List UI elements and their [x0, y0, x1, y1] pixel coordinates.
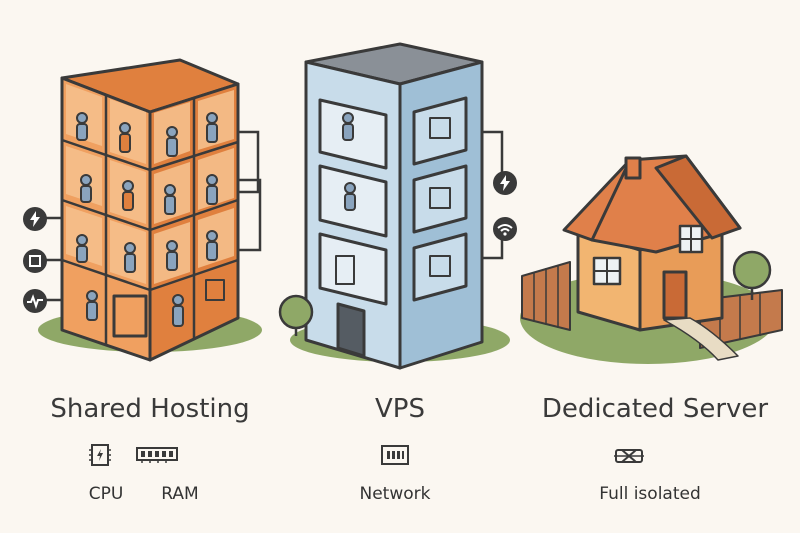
dedicated-server-title: Dedicated Server — [541, 394, 769, 424]
cpu-icon — [89, 444, 111, 466]
isolated-server-icon — [614, 449, 644, 463]
ram-icon — [136, 447, 178, 463]
vps-title: VPS — [375, 394, 425, 424]
shared-hosting-title: Shared Hosting — [50, 394, 250, 424]
shared-connectors — [44, 130, 262, 302]
dedicated-house — [520, 154, 783, 364]
lightning-icon — [23, 207, 47, 231]
network-label: Network — [359, 484, 431, 504]
wifi-icon — [493, 217, 517, 241]
ram-label: RAM — [161, 484, 199, 504]
cpu-label: CPU — [88, 484, 124, 504]
full-isolated-label: Full isolated — [599, 484, 701, 504]
network-icon — [381, 445, 409, 465]
shared-hosting-building — [38, 58, 262, 362]
chip-icon — [23, 249, 47, 273]
vps-tower — [290, 42, 510, 370]
lightning-icon — [493, 171, 517, 195]
house-tree — [732, 250, 772, 300]
activity-icon — [23, 289, 47, 313]
vps-tree — [278, 294, 314, 336]
